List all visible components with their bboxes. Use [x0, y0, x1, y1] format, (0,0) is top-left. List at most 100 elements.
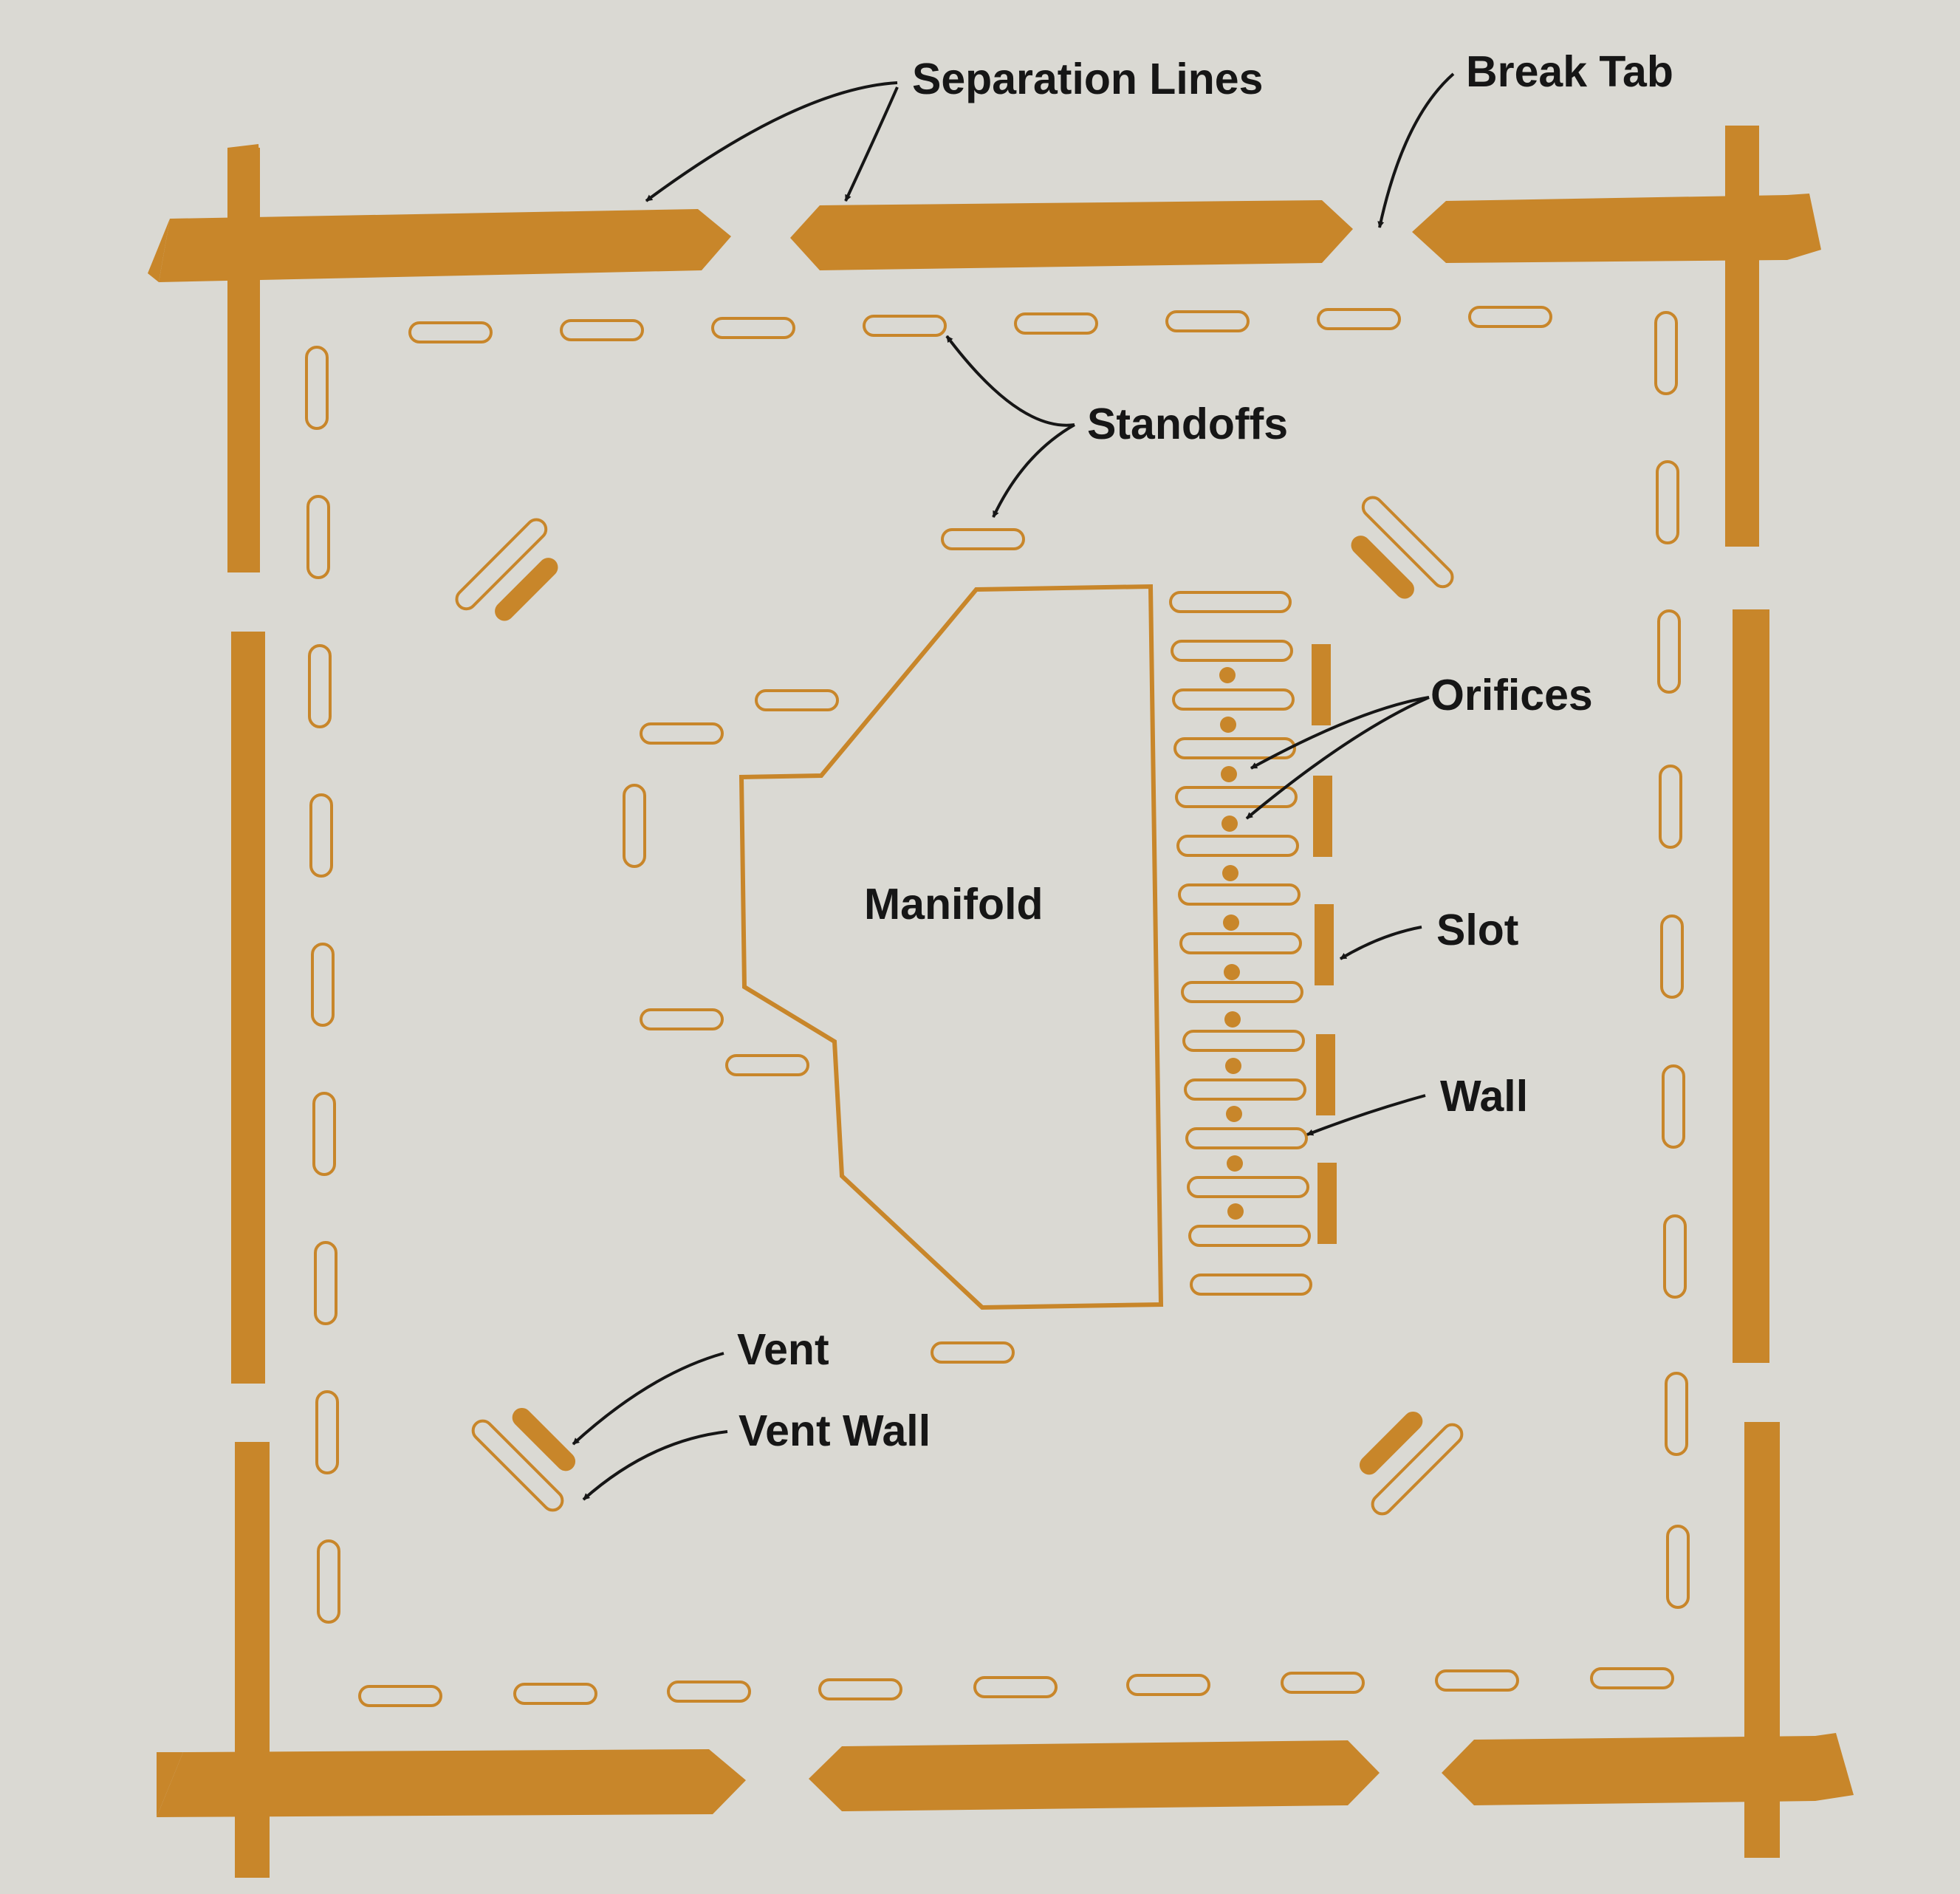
vent	[495, 558, 558, 621]
separation-line-bottom-right	[1442, 1736, 1846, 1805]
channel	[1169, 591, 1292, 613]
standoff	[1663, 1214, 1687, 1299]
walls	[1312, 644, 1337, 1244]
standoff	[1654, 311, 1678, 395]
standoff	[314, 1241, 337, 1325]
slot-label: Slot	[1436, 906, 1519, 954]
standoff	[513, 1683, 597, 1705]
standoff	[1165, 310, 1250, 332]
channel	[1187, 1176, 1309, 1198]
vent-top-left	[455, 518, 558, 621]
standoff	[1656, 460, 1679, 544]
standoff	[408, 321, 493, 343]
break-tab-arrow	[1377, 72, 1455, 228]
standoff	[623, 784, 646, 868]
slot-arrow	[1339, 926, 1422, 960]
orifice	[1224, 964, 1240, 980]
vent	[512, 1407, 576, 1471]
standoff	[358, 1685, 442, 1707]
corner-tab-top-left	[148, 219, 170, 282]
standoff	[973, 1676, 1058, 1698]
vent-wall	[1371, 1423, 1464, 1516]
wall-label: Wall	[1440, 1072, 1529, 1121]
frame-right-upper	[1733, 609, 1769, 1363]
vent-top-right	[1351, 496, 1454, 599]
channel	[1188, 1225, 1311, 1247]
wall	[1317, 1163, 1337, 1244]
channel	[1178, 883, 1301, 906]
orifice	[1221, 766, 1237, 782]
standoff	[818, 1678, 902, 1700]
standoffs-arrow-lower	[992, 423, 1075, 518]
standoff	[305, 346, 329, 430]
standoff	[1590, 1667, 1674, 1689]
orifice	[1223, 914, 1239, 931]
standoff	[1435, 1669, 1519, 1692]
channel	[1171, 640, 1293, 662]
separation-lines	[157, 195, 1846, 1817]
standoff	[309, 793, 333, 878]
vent-wall-label: Vent Wall	[739, 1406, 931, 1455]
channel	[1172, 688, 1295, 711]
standoff	[667, 1681, 751, 1703]
orifices-arrow-upper	[1250, 696, 1430, 770]
orifice	[1220, 717, 1236, 733]
orifice	[1224, 1011, 1241, 1028]
channel	[1184, 1078, 1306, 1101]
separation-line-bottom-middle	[809, 1740, 1380, 1811]
channel	[1175, 786, 1298, 808]
standoff	[317, 1539, 340, 1624]
frame-left-upper	[231, 632, 265, 1384]
channel	[1176, 835, 1299, 857]
frame-top-left-vertical	[227, 148, 260, 572]
vent-arrow	[572, 1352, 724, 1446]
standoff	[1666, 1525, 1690, 1609]
standoff	[725, 1054, 809, 1076]
separation-line-top-right	[1412, 195, 1817, 263]
frame-top-right-vertical	[1725, 126, 1759, 547]
corner-top-left-spike	[227, 144, 260, 171]
channel	[1182, 1030, 1305, 1052]
leader-lines	[572, 72, 1455, 1501]
orifices-arrow-lower	[1245, 696, 1430, 820]
channel	[1173, 737, 1296, 759]
frame	[148, 126, 1854, 1878]
standoff	[315, 1390, 339, 1474]
manifold-outline	[739, 584, 1164, 1310]
standoff	[1659, 765, 1682, 849]
standoff	[1662, 1064, 1685, 1149]
standoff	[755, 689, 839, 711]
manifold-label: Manifold	[864, 880, 1044, 929]
frame-right-lower	[1744, 1422, 1780, 1858]
standoffs	[305, 306, 1690, 1707]
wall-arrow	[1306, 1094, 1426, 1136]
vent	[1351, 536, 1414, 599]
orifice	[1219, 667, 1236, 683]
orifices	[1219, 667, 1244, 1220]
separation-lines-arrow-left	[645, 81, 898, 202]
wall	[1313, 776, 1332, 857]
corner-tab-bottom-left	[157, 1752, 183, 1817]
standoff	[311, 943, 335, 1027]
orifice	[1226, 1106, 1242, 1122]
vent-wall	[1361, 496, 1454, 589]
separation-line-bottom-left	[157, 1749, 746, 1817]
vent-bottom-right	[1359, 1411, 1464, 1516]
vents	[455, 496, 1464, 1516]
orifice	[1227, 1203, 1244, 1220]
standoff	[306, 495, 330, 579]
channel	[1181, 981, 1303, 1003]
orifice	[1221, 816, 1238, 832]
standoff	[931, 1341, 1015, 1364]
standoff	[863, 315, 947, 337]
channel	[1185, 1127, 1308, 1149]
orifice	[1225, 1058, 1241, 1074]
separation-line-top-left	[159, 209, 731, 282]
vent	[1359, 1411, 1423, 1475]
standoff	[1665, 1372, 1688, 1456]
vent-bottom-left	[471, 1407, 576, 1512]
vent-label: Vent	[737, 1325, 829, 1374]
orifice	[1222, 865, 1238, 881]
